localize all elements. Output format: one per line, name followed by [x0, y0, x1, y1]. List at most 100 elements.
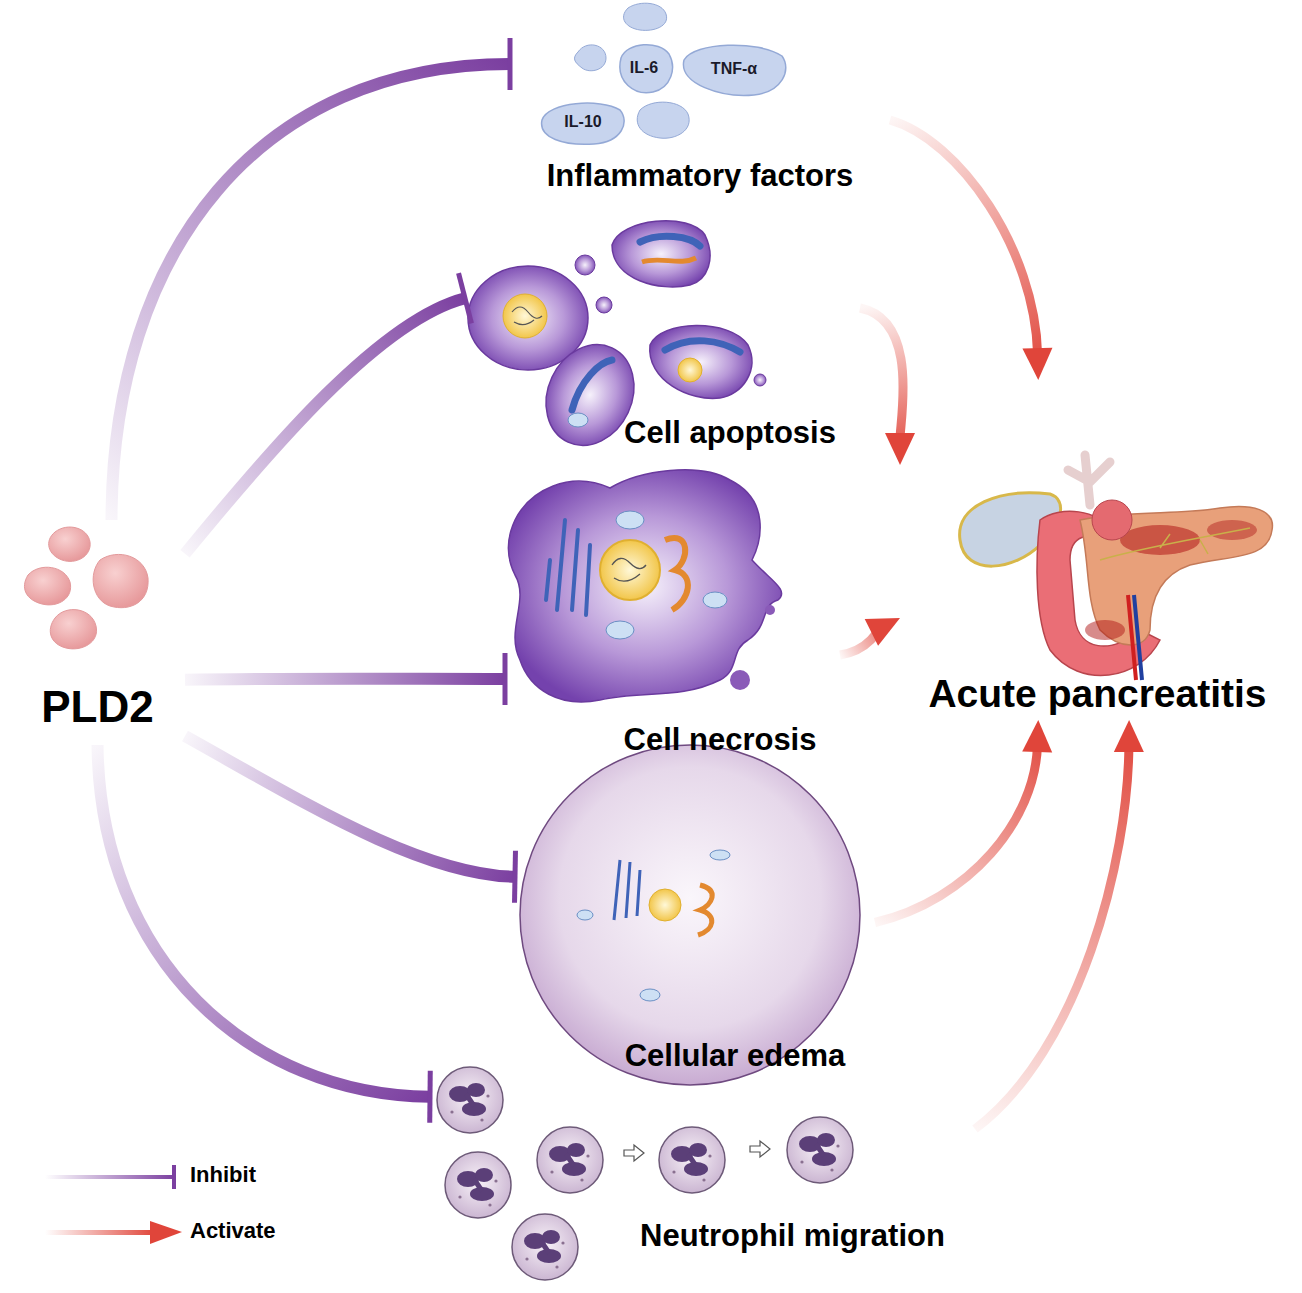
inhibit-bar	[512, 851, 518, 903]
connector-line	[185, 298, 465, 554]
necrotic-cell	[703, 592, 727, 608]
neutrophils	[437, 1067, 503, 1133]
apoptotic-cells	[665, 341, 740, 352]
inhibit-connector	[185, 273, 471, 554]
neutrophils	[512, 1214, 578, 1280]
activate-connector	[860, 308, 915, 465]
node-label: Cell necrosis	[570, 722, 870, 758]
edematous-cell	[640, 989, 660, 1001]
neutrophils	[445, 1152, 511, 1218]
inhibit-bar	[508, 38, 513, 90]
connector-line	[185, 679, 505, 680]
apoptotic-cells	[754, 374, 766, 386]
neutrophils	[787, 1117, 853, 1183]
process-node: Cellular edema	[515, 770, 875, 1075]
pancreas-organ	[1068, 455, 1110, 505]
inhibit-bar	[503, 653, 508, 705]
arrow-head	[1022, 720, 1052, 752]
necrotic-cell	[612, 558, 646, 581]
neutrophils	[537, 1127, 603, 1193]
pancreas-organ	[1092, 500, 1132, 540]
node-label: Acute pancreatitis	[900, 672, 1295, 716]
apoptotic-cells	[596, 297, 612, 313]
legend-label: Inhibit	[190, 1162, 256, 1188]
neutrophils	[624, 1145, 644, 1161]
activate-connector	[975, 720, 1144, 1129]
necrotic-cell	[509, 470, 782, 702]
cytokine-blob	[624, 3, 667, 30]
neutrophils	[750, 1141, 770, 1157]
process-node: Cell necrosis	[505, 460, 840, 760]
pancreas-organ	[1085, 620, 1125, 640]
apoptotic-cells	[650, 325, 752, 398]
activate-connector	[875, 720, 1052, 923]
cytokine-blob: IL-10	[538, 98, 628, 146]
connector-line	[890, 120, 1038, 354]
legend-samples	[172, 1165, 176, 1189]
apoptotic-cells	[678, 358, 702, 382]
neutrophils	[659, 1127, 725, 1193]
cytokine-label: TNF-α	[678, 40, 790, 98]
pancreas-organ	[960, 455, 1273, 680]
arrow-head	[1022, 348, 1052, 380]
legend-samples	[45, 1230, 155, 1235]
disease-node: Acute pancreatitis	[900, 380, 1295, 720]
cytokine-blob: IL-6	[613, 40, 675, 95]
inhibit-bar	[427, 1071, 433, 1123]
connector-line	[975, 746, 1129, 1129]
edematous-cell	[698, 885, 712, 935]
edematous-cell	[614, 860, 640, 920]
necrotic-cell	[730, 670, 750, 690]
pancreas-organ	[1134, 595, 1142, 680]
apoptotic-cells	[503, 294, 547, 338]
cytokine-blob	[637, 102, 689, 138]
cytokine-label: IL-6	[613, 40, 675, 95]
necrotic-cell	[765, 605, 775, 615]
edematous-cell	[520, 745, 860, 1085]
edematous-cell	[710, 850, 730, 860]
necrotic-cell	[606, 621, 634, 639]
apoptotic-cells	[572, 360, 612, 410]
inhibit-connector	[185, 653, 505, 705]
edematous-cell	[577, 910, 593, 920]
legend-label: Activate	[190, 1218, 276, 1244]
necrotic-cell	[600, 540, 660, 600]
inhibit-connector	[98, 745, 431, 1123]
pld2-protein	[50, 610, 96, 649]
inhibit-connector	[185, 736, 515, 903]
pancreas-organ	[1207, 520, 1257, 540]
node-label: Neutrophil migration	[610, 1218, 975, 1254]
activate-connector	[890, 120, 1052, 380]
edematous-cell	[520, 745, 860, 1085]
connector-line	[860, 308, 903, 439]
legend-samples	[150, 1221, 182, 1244]
inhibit-bar	[459, 273, 472, 323]
inhibit-connector	[112, 38, 511, 520]
process-node: Cell apoptosis	[465, 210, 860, 455]
edematous-cell	[649, 889, 681, 921]
apoptotic-cells	[612, 221, 710, 287]
necrotic-cell	[616, 511, 644, 529]
legend-samples	[45, 1175, 175, 1179]
apoptotic-cells	[575, 255, 595, 275]
pld2-protein	[93, 554, 148, 607]
cytokine-label: IL-10	[538, 98, 628, 146]
necrotic-cell	[509, 470, 782, 702]
legend-samples	[45, 1165, 182, 1244]
pld2-protein	[24, 527, 148, 649]
node-label: Cellular edema	[545, 1038, 925, 1074]
apoptotic-cells	[568, 413, 588, 427]
necrotic-cell	[665, 538, 688, 610]
necrotic-cell	[546, 520, 590, 615]
apoptotic-cells	[512, 307, 542, 325]
connector-line	[98, 745, 431, 1097]
arrow-head	[865, 618, 900, 646]
connector-line	[875, 746, 1037, 923]
process-node: Neutrophil migration	[430, 1060, 975, 1290]
node-label: PLD2	[10, 682, 185, 732]
factor-group: Inflammatory factorsIL-6TNF-αIL-10	[510, 0, 890, 200]
